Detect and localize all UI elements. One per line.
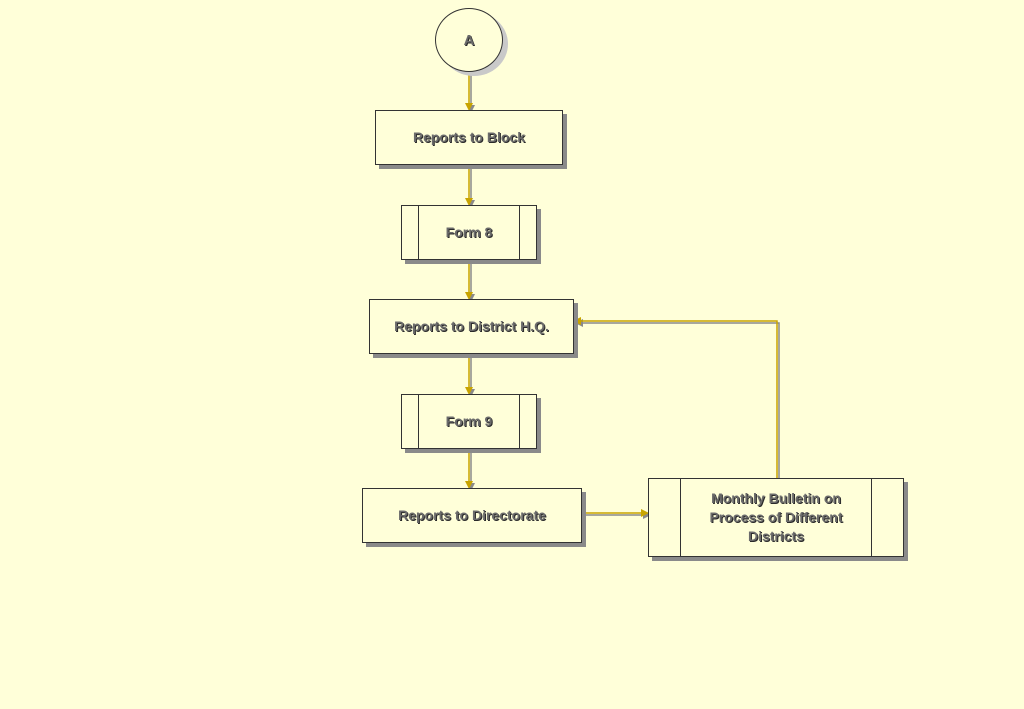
edge-block-to-form8 — [465, 165, 475, 208]
edge-a-to-block — [465, 72, 475, 113]
connector-node-a-label: A — [463, 31, 475, 49]
monthly-bulletin-label: Monthly Bulletin on Process of Different… — [709, 490, 843, 544]
edge-district-to-form9 — [465, 354, 475, 397]
reports-to-block-label: Reports to Block — [412, 129, 525, 145]
connector-node-a: A — [435, 8, 503, 72]
form-9-box: Form 9 — [401, 394, 537, 449]
reports-to-district-hq-label: Reports to District H.Q. — [394, 318, 549, 334]
form-9-label: Form 9 — [445, 413, 493, 429]
form-8-label: Form 8 — [445, 224, 493, 240]
monthly-bulletin-box: Monthly Bulletin on Process of Different… — [648, 478, 904, 557]
edge-bulletin-to-district — [573, 317, 780, 480]
edge-directorate-to-bulletin — [582, 509, 651, 519]
edge-form9-to-directorate — [465, 449, 475, 491]
form-8-box: Form 8 — [401, 205, 537, 260]
edge-form8-to-district — [465, 260, 475, 302]
reports-to-directorate-label: Reports to Directorate — [398, 507, 546, 523]
reports-to-directorate-box: Reports to Directorate — [362, 488, 582, 543]
reports-to-district-hq-box: Reports to District H.Q. — [369, 299, 574, 354]
reports-to-block-box: Reports to Block — [375, 110, 563, 165]
